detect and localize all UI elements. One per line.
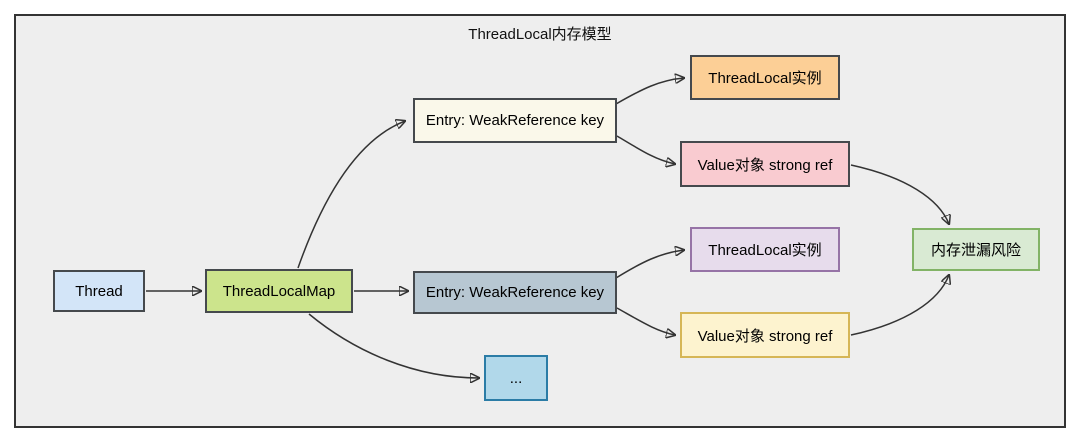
node-threadlocalmap: ThreadLocalMap [205,269,353,313]
node-more-entries: ... [484,355,548,401]
node-thread: Thread [53,270,145,312]
node-value-strong-ref-1: Value对象 strong ref [680,141,850,187]
node-entry-weakreference-1: Entry: WeakReference key [413,98,617,143]
node-threadlocal-instance-2: ThreadLocal实例 [690,227,840,272]
node-memory-leak-risk: 内存泄漏风险 [912,228,1040,271]
node-threadlocal-instance-1: ThreadLocal实例 [690,55,840,100]
node-entry-weakreference-2: Entry: WeakReference key [413,271,617,314]
diagram-title: ThreadLocal内存模型 [468,26,612,43]
node-value-strong-ref-2: Value对象 strong ref [680,312,850,358]
